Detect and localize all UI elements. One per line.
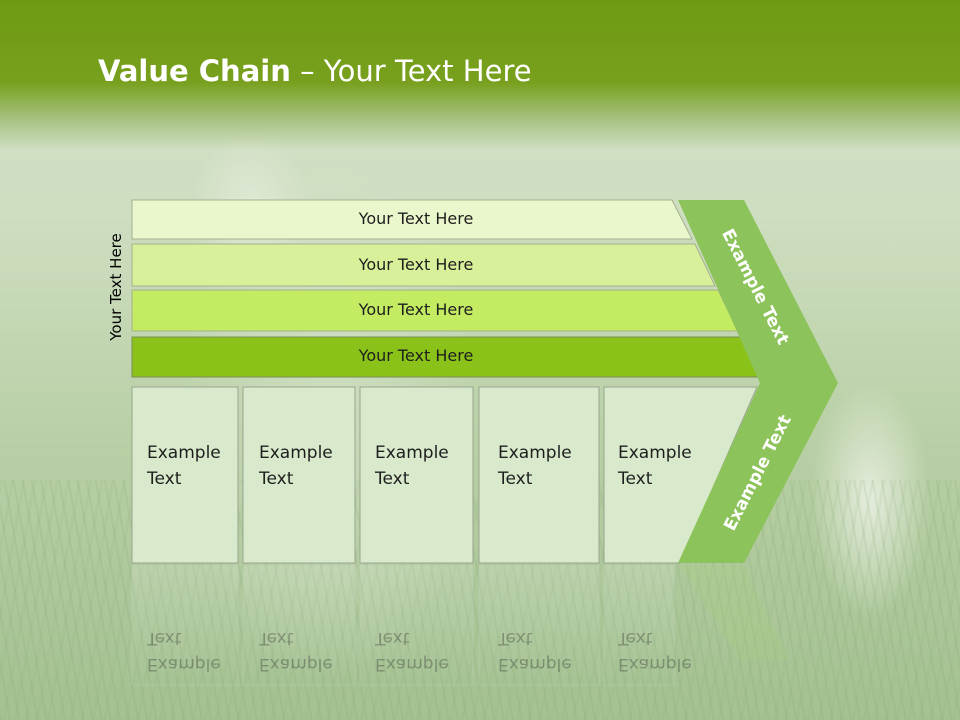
- primary-column-1: [131, 386, 239, 564]
- title-band: [0, 0, 960, 150]
- reflection-line: Text: [375, 628, 410, 648]
- slide-title-rest: – Your Text Here: [290, 54, 532, 88]
- chevron-arrow: [678, 200, 838, 563]
- reflection-line: Text: [618, 628, 653, 648]
- support-bar-label: Your Text Here: [358, 346, 474, 365]
- reflection-line: Text: [498, 628, 533, 648]
- column-label-line1: Example: [147, 443, 221, 463]
- column-label: Example Text: [498, 440, 572, 492]
- column-label: Example Text: [259, 440, 333, 492]
- reflection-column-label: Example Text: [147, 625, 221, 677]
- reflection-column-label: Example Text: [498, 625, 572, 677]
- primary-column-4: [478, 386, 600, 564]
- reflection-line: Example: [259, 654, 333, 674]
- reflection-line: Text: [259, 628, 294, 648]
- column-label-line1: Example: [259, 443, 333, 463]
- reflection-line: Example: [375, 654, 449, 674]
- column-label-line1: Example: [618, 443, 692, 463]
- primary-column-2: [242, 386, 356, 564]
- column-label-line2: Text: [259, 469, 294, 489]
- slide-title-bold: Value Chain: [98, 54, 291, 88]
- support-bar-label: Your Text Here: [358, 300, 474, 319]
- primary-column-3: [359, 386, 474, 564]
- reflection-column-label: Example Text: [618, 625, 692, 677]
- column-label-line2: Text: [375, 469, 410, 489]
- slide-title: Value Chain – Your Text Here: [98, 54, 532, 88]
- reflection-line: Example: [147, 654, 221, 674]
- reflection-line: Example: [498, 654, 572, 674]
- reflection-text-layer: Example Text Example Text Example Text E…: [0, 565, 960, 720]
- support-bar-2: [131, 243, 716, 287]
- column-label-line2: Text: [147, 469, 182, 489]
- column-label: Example Text: [618, 440, 692, 492]
- column-label-line2: Text: [498, 469, 533, 489]
- column-label-line1: Example: [498, 443, 572, 463]
- column-label-line2: Text: [618, 469, 653, 489]
- support-bar-1: [131, 199, 693, 240]
- reflection-group: [131, 564, 790, 686]
- reflection-column-label: Example Text: [259, 625, 333, 677]
- column-label: Example Text: [375, 440, 449, 492]
- support-bar-label: Your Text Here: [358, 255, 474, 274]
- support-bar-label: Your Text Here: [358, 209, 474, 228]
- column-label-line1: Example: [375, 443, 449, 463]
- reflection-column-label: Example Text: [375, 625, 449, 677]
- reflection-line: Text: [147, 628, 182, 648]
- reflection-line: Example: [618, 654, 692, 674]
- column-label: Example Text: [147, 440, 221, 492]
